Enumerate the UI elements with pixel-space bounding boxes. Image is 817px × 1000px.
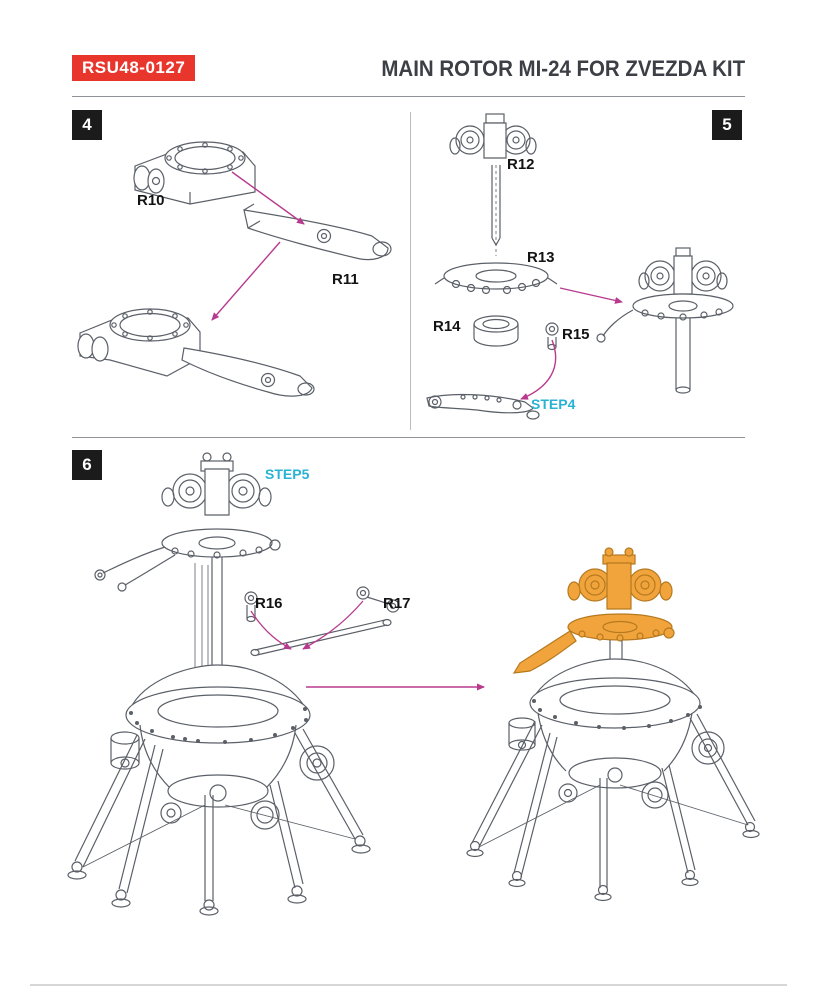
header-divider bbox=[72, 96, 745, 97]
main-assembly-arrow-icon bbox=[306, 683, 485, 691]
rotor-arm-r11-drawing bbox=[243, 203, 392, 261]
assembly-arrows bbox=[211, 171, 305, 321]
guide-r16-icon bbox=[250, 610, 292, 650]
step4-diagram bbox=[77, 141, 392, 397]
part-label-r13: R13 bbox=[527, 249, 555, 266]
part-label-r16: R16 bbox=[255, 595, 283, 612]
product-code-badge: RSU48-0127 bbox=[72, 55, 196, 81]
step6-assembled-diagram bbox=[466, 547, 760, 902]
assembled-rotor-head-drawing bbox=[596, 247, 734, 394]
part-label-r10: R10 bbox=[137, 192, 165, 209]
link-rod-r17-drawing bbox=[250, 586, 400, 657]
arrow-to-r11-icon bbox=[231, 171, 305, 225]
step-5-badge: 5 bbox=[712, 110, 742, 140]
part-label-r11: R11 bbox=[332, 271, 359, 288]
arrow-r15-to-arm-icon bbox=[520, 339, 557, 400]
assembled-gearbox-legs-drawing bbox=[466, 713, 760, 902]
step4-reference-label: STEP4 bbox=[531, 396, 576, 412]
part-label-r15: R15 bbox=[562, 326, 590, 343]
part-label-r17: R17 bbox=[383, 595, 411, 612]
step6-exploded-diagram bbox=[67, 452, 400, 916]
ring-r14-drawing bbox=[473, 315, 519, 347]
step-column-divider bbox=[410, 112, 411, 430]
rotor-head-step5-drawing bbox=[94, 452, 281, 685]
assembled-hub-drawing bbox=[77, 308, 315, 397]
page-title: MAIN ROTOR MI-24 FOR ZVEZDA KIT bbox=[381, 56, 745, 81]
part-guide-lines bbox=[250, 600, 364, 650]
step5-diagram bbox=[426, 113, 734, 420]
step-4-badge: 4 bbox=[72, 110, 102, 140]
step-6-badge: 6 bbox=[72, 450, 102, 480]
rotor-hub-r10-drawing bbox=[133, 141, 256, 205]
bolt-r15-drawing bbox=[545, 322, 559, 351]
part-label-r12: R12 bbox=[507, 156, 535, 173]
guide-r17-icon bbox=[302, 600, 364, 650]
highlighted-rotor-head-drawing bbox=[512, 547, 675, 674]
rotor-head-r12-drawing bbox=[449, 113, 537, 256]
part-label-r14: R14 bbox=[433, 318, 461, 335]
swashplate-r13-drawing bbox=[434, 262, 558, 295]
section-divider bbox=[72, 437, 745, 438]
assembled-gearbox-drawing bbox=[508, 640, 725, 809]
lever-arm-drawing bbox=[426, 393, 540, 420]
bolt-r16-drawing bbox=[244, 591, 258, 623]
arrow-to-assembly-icon bbox=[211, 241, 281, 321]
gearbox-legs-drawing bbox=[67, 728, 371, 916]
assembly-arrows bbox=[520, 287, 623, 400]
gearbox-drawing bbox=[110, 664, 335, 830]
arrow-to-assembled-icon bbox=[559, 287, 623, 304]
page-bottom-divider bbox=[30, 984, 787, 986]
step5-reference-label: STEP5 bbox=[265, 466, 310, 482]
